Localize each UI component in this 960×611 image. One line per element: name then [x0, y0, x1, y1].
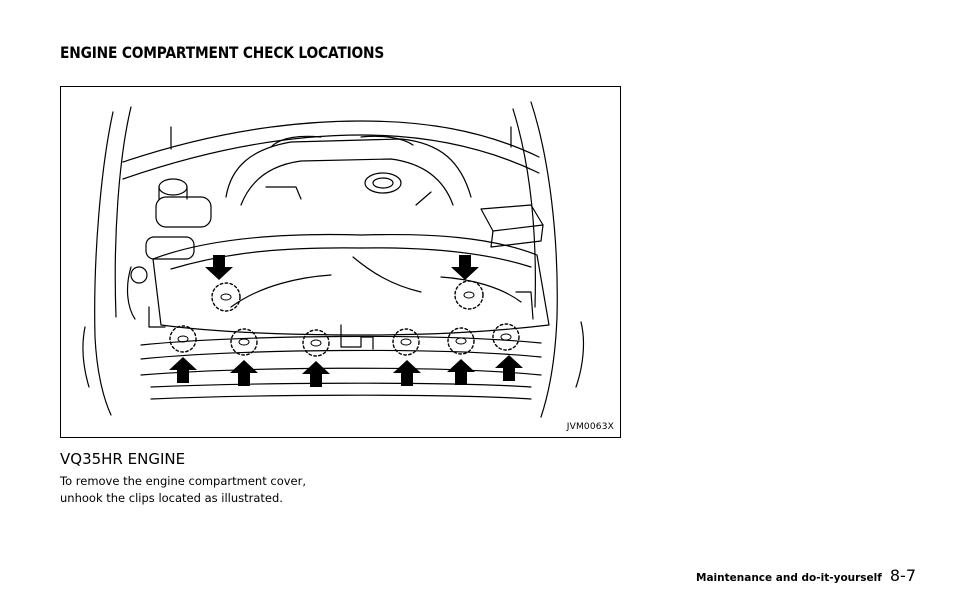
arrow-up-icon: [495, 355, 523, 381]
arrow-up-icon: [169, 357, 197, 383]
page-footer: Maintenance and do-it-yourself 8-7: [696, 566, 916, 585]
subheading: VQ35HR ENGINE: [60, 450, 186, 468]
arrow-down-icon: [451, 255, 479, 280]
arrow-up-icon: [393, 360, 421, 386]
engine-compartment-illustration: [82, 101, 585, 418]
page-number: 8-7: [889, 566, 916, 585]
footer-section-name: Maintenance and do-it-yourself: [696, 572, 882, 584]
figure-frame: JVM0063X: [60, 86, 621, 438]
arrow-up-icon: [447, 359, 475, 385]
body-line: To remove the engine compartment cover,: [60, 474, 306, 488]
arrow-down-icon: [205, 255, 233, 280]
body-text: To remove the engine compartment cover, …: [60, 473, 380, 507]
section-heading: ENGINE COMPARTMENT CHECK LOCATIONS: [60, 43, 385, 62]
arrow-up-icon: [230, 360, 258, 386]
arrow-up-icon: [302, 361, 330, 387]
figure-code: JVM0063X: [566, 422, 614, 432]
body-line: unhook the clips located as illustrated.: [60, 491, 283, 505]
